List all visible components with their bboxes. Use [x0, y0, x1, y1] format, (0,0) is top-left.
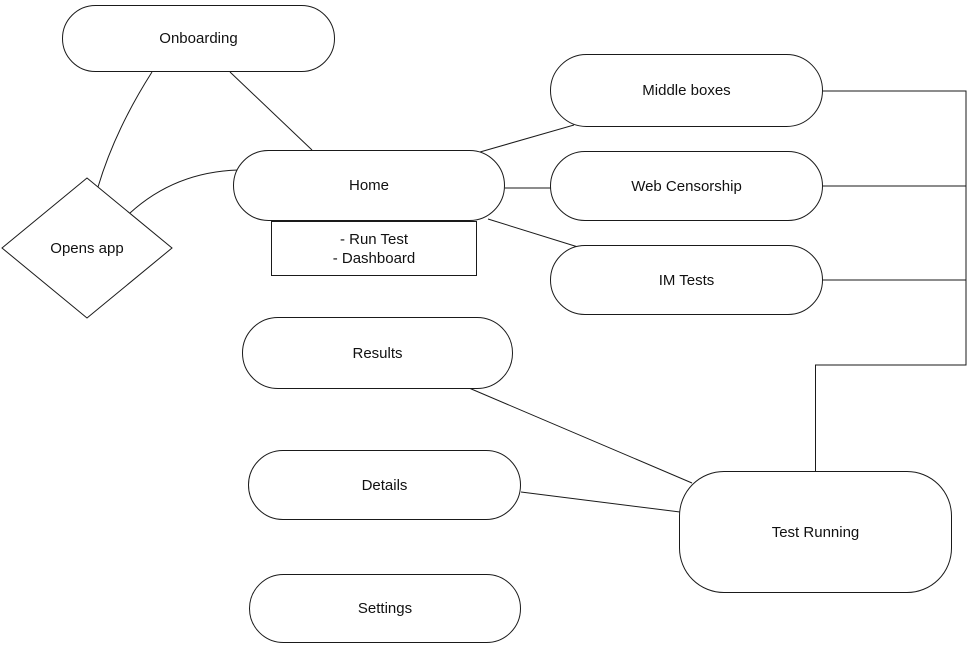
node-im-tests: IM Tests — [550, 245, 823, 315]
node-home-label: Home — [348, 177, 389, 194]
node-test-running: Test Running — [679, 471, 952, 593]
node-im-tests-label: IM Tests — [658, 271, 715, 289]
node-home-note: - Run Test - Dashboard — [271, 221, 477, 276]
home-note-line-2: - Dashboard — [332, 249, 416, 267]
edge-results-test-running — [468, 387, 693, 484]
edge-home-im-tests — [487, 218, 579, 248]
node-web-censorship-label: Web Censorship — [631, 177, 742, 195]
node-settings: Settings — [249, 574, 521, 643]
node-test-running-label: Test Running — [771, 523, 860, 541]
edge-opens-app-home — [129, 169, 239, 214]
node-opens-app: Opens app — [17, 239, 157, 257]
node-onboarding-label: Onboarding — [159, 30, 238, 47]
home-note-line-1: - Run Test — [339, 230, 409, 248]
edge-onboarding-opens-app — [97, 71, 153, 188]
edge-onboarding-home — [229, 71, 313, 151]
node-home: Home — [233, 150, 505, 221]
edge-details-test-running — [520, 491, 681, 513]
node-results-label: Results — [352, 344, 403, 362]
node-web-censorship: Web Censorship — [550, 151, 823, 221]
edge-middle-boxes-test-running — [815, 90, 967, 471]
edge-home-middle-boxes — [479, 124, 575, 153]
opens-app-diamond-shape — [1, 177, 173, 319]
node-details: Details — [248, 450, 521, 520]
node-settings-label: Settings — [357, 600, 413, 617]
node-results: Results — [242, 317, 513, 389]
node-middle-boxes: Middle boxes — [550, 54, 823, 127]
node-details-label: Details — [361, 476, 408, 494]
node-opens-app-label: Opens app — [50, 239, 124, 257]
node-onboarding: Onboarding — [62, 5, 335, 72]
node-middle-boxes-label: Middle boxes — [642, 82, 731, 99]
